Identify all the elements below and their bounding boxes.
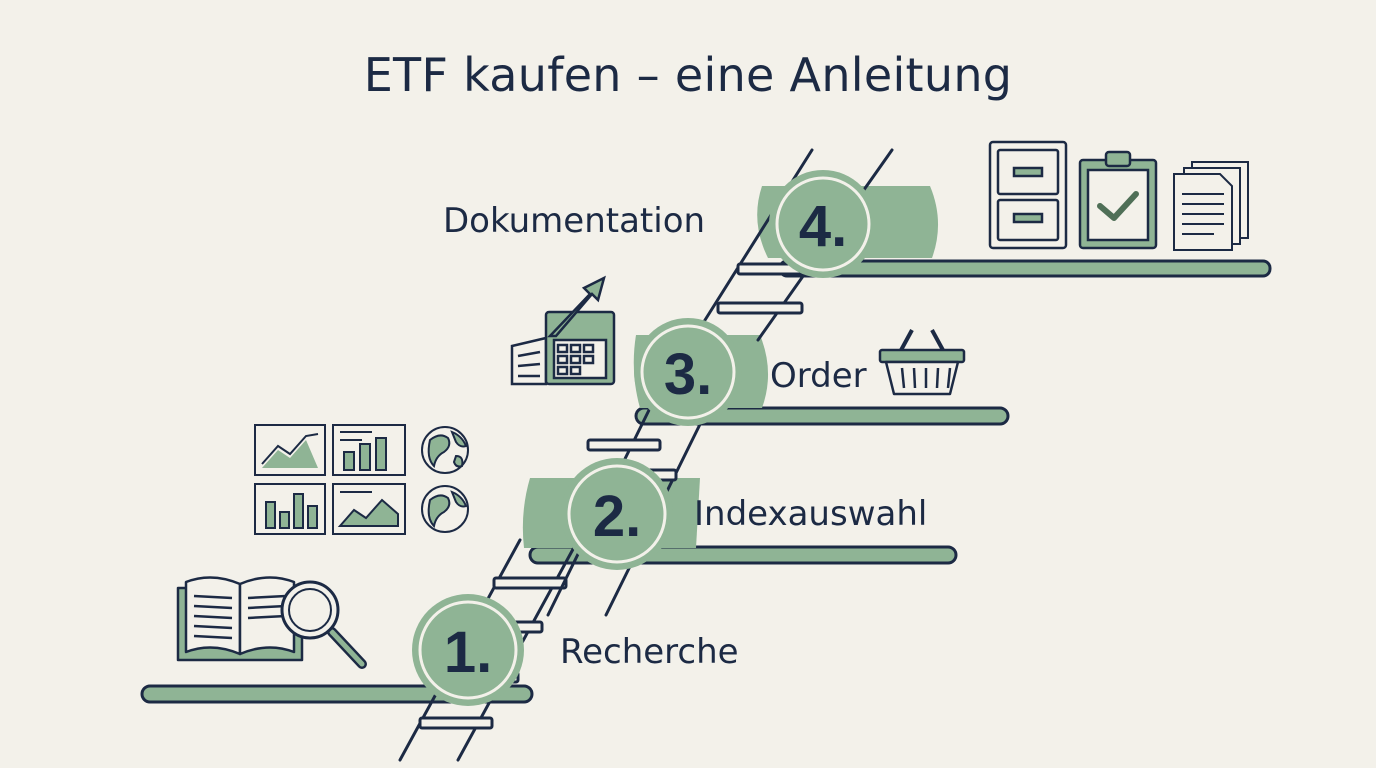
bar-chart-icon	[332, 424, 406, 476]
globe-icon-2	[421, 485, 469, 533]
step-2-marker: 2.	[561, 458, 673, 570]
area-chart-icon	[332, 483, 406, 535]
shelf-3	[634, 406, 1010, 426]
step-1-label: Recherche	[560, 632, 739, 672]
line-chart-icon	[254, 424, 326, 476]
page-title: ETF kaufen – eine Anleitung	[363, 48, 1013, 102]
step-2-number: 2.	[593, 484, 641, 549]
step-1-number: 1.	[444, 620, 492, 685]
clipboard-check-icon	[1078, 150, 1158, 250]
step-1-marker: 1.	[412, 594, 524, 706]
shopping-basket-icon	[878, 329, 966, 396]
globe-icon	[421, 426, 469, 474]
step-2-label: Indexauswahl	[694, 494, 928, 534]
step-circles: 1. 2. 3. 4.	[412, 170, 877, 706]
filing-cabinet-icon	[988, 140, 1068, 250]
step-3-number: 3.	[664, 342, 712, 407]
magnifier-icon	[280, 580, 367, 669]
step-3-marker: 3.	[634, 318, 742, 426]
step-4-marker: 4.	[769, 170, 877, 278]
documents-icon	[1173, 161, 1249, 251]
step-4-label: Dokumentation	[443, 201, 706, 241]
bar-chart-icon-2	[254, 483, 326, 535]
open-book-icon	[176, 576, 304, 662]
step-4-number: 4.	[799, 194, 847, 259]
step-3-label: Order	[770, 356, 867, 396]
calculator-chart-icon	[510, 275, 616, 386]
